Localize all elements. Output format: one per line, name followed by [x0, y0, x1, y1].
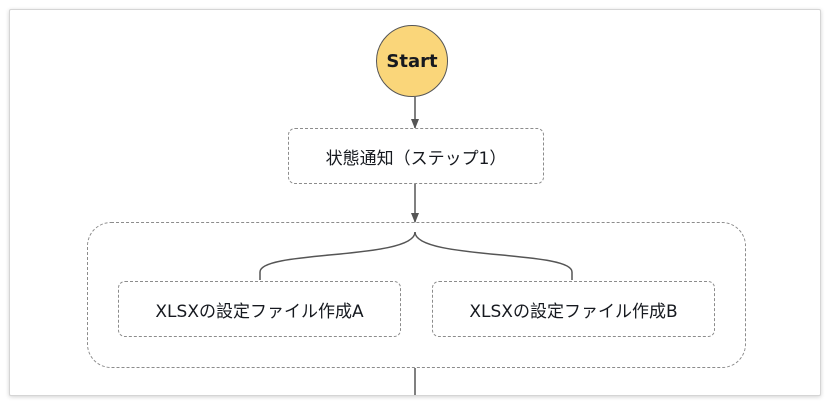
start-label: Start — [386, 50, 438, 72]
state-branch-b[interactable]: XLSXの設定ファイル作成B — [432, 281, 715, 337]
start-node[interactable]: Start — [376, 25, 448, 97]
state-branch-b-label: XLSXの設定ファイル作成B — [469, 301, 678, 322]
workflow-edges — [259, 97, 573, 395]
workflow-canvas: Start 状態通知（ステップ1） XLSXの設定ファイル作成A XLSXの設定… — [9, 9, 821, 396]
state-branch-a-label: XLSXの設定ファイル作成A — [155, 301, 364, 322]
edge-fork-branch-a — [259, 231, 416, 280]
state-branch-a[interactable]: XLSXの設定ファイル作成A — [118, 281, 401, 337]
parallel-state-container[interactable] — [87, 222, 746, 368]
state-step1[interactable]: 状態通知（ステップ1） — [288, 128, 544, 184]
state-step1-label: 状態通知（ステップ1） — [325, 148, 507, 169]
edge-fork-branch-b — [414, 231, 573, 280]
